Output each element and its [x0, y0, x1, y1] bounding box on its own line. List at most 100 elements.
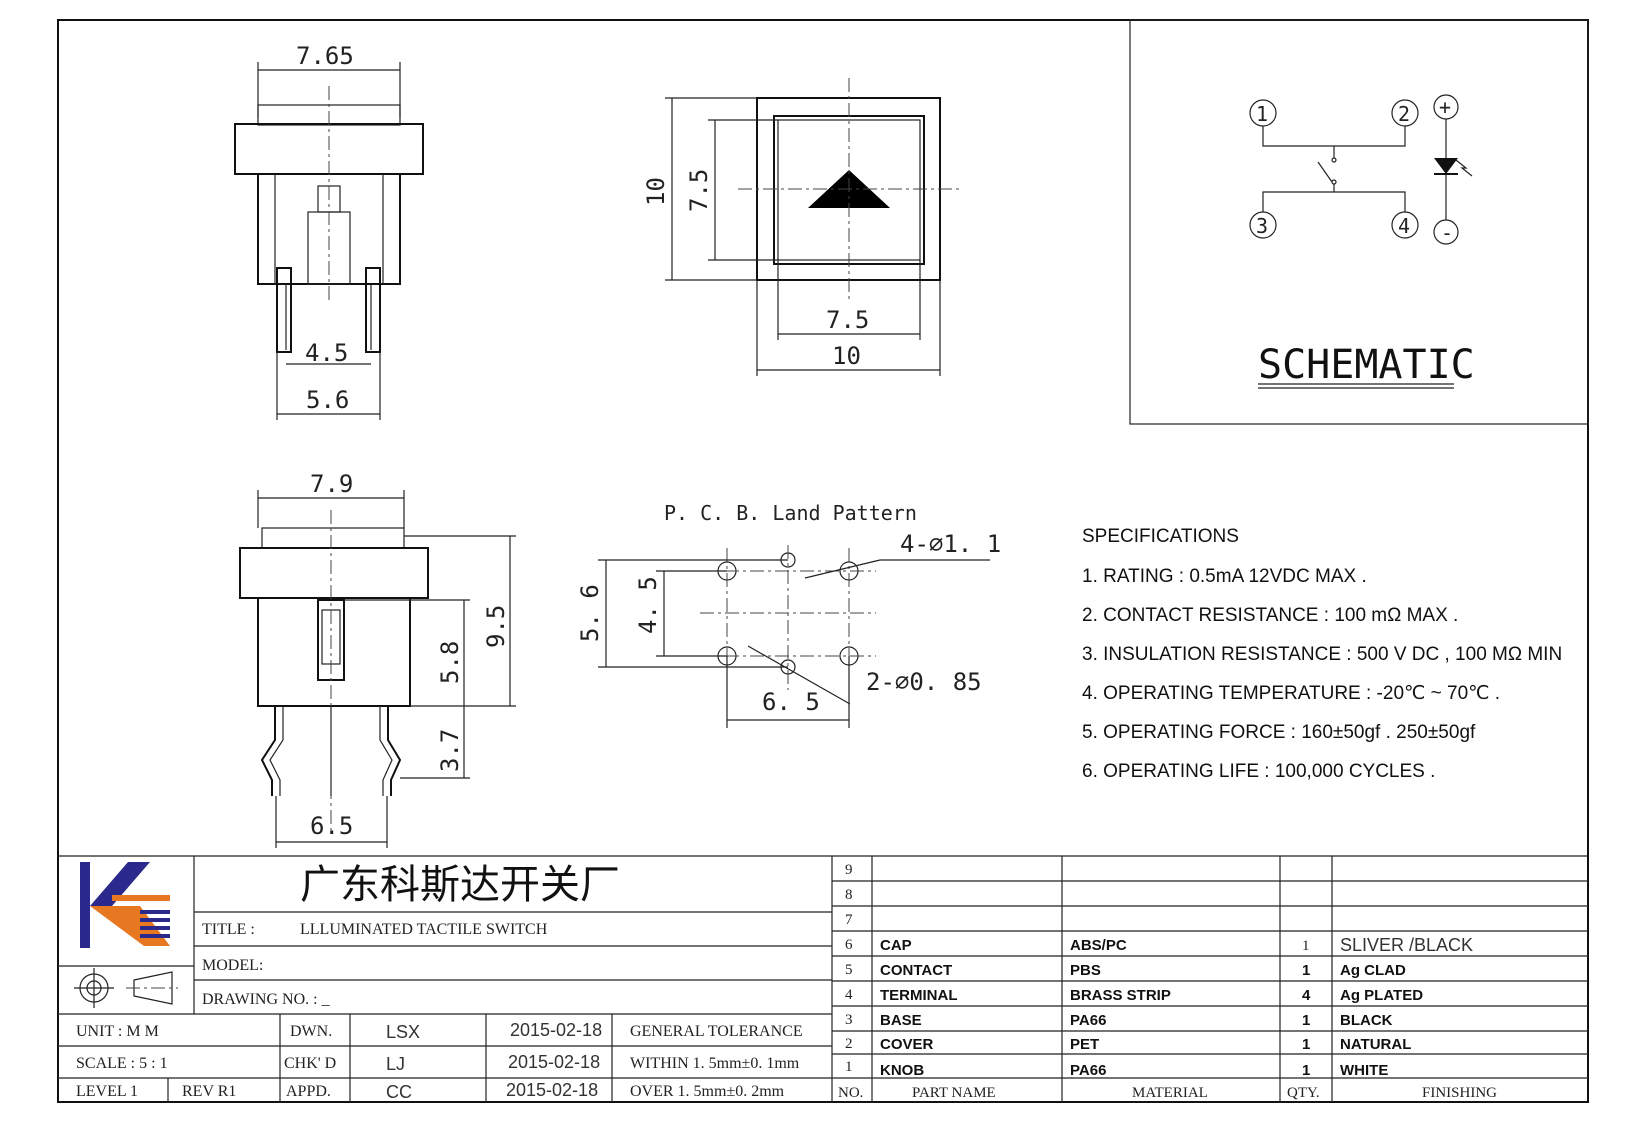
bom-qty: 1: [1302, 1062, 1310, 1079]
title-label: TITLE :: [202, 921, 255, 938]
dim-front-outer-w: 10: [832, 342, 861, 370]
dim-side-plunger: 5.8: [436, 641, 464, 684]
bom-part: TERMINAL: [880, 987, 958, 1004]
pcb-pitch: 6. 5: [762, 688, 820, 716]
bom-no: 6: [845, 937, 853, 953]
bom-finish: SLIVER /BLACK: [1340, 935, 1473, 955]
specifications: SPECIFICATIONS 1. RATING : 0.5mA 12VDC M…: [1082, 526, 1562, 782]
bom-no: 2: [845, 1036, 853, 1052]
title-block: 广东科斯达开关厂 TITLE : LLLUMINATED TACTILE SWI…: [58, 856, 833, 1102]
dim-side-pin-len: 3.7: [436, 729, 464, 772]
bom-qty: 1: [1302, 938, 1310, 954]
bom-header-no: NO.: [838, 1085, 863, 1101]
bom-qty: 1: [1302, 962, 1310, 979]
tolerance-cell: GENERAL TOLERANCE: [630, 1023, 803, 1040]
bom-header-part: PART NAME: [912, 1085, 996, 1101]
tolerance-cell: WITHIN 1. 5mm±0. 1mm: [630, 1055, 800, 1072]
pin-4-label: 4: [1398, 214, 1410, 238]
tolerance-cell: OVER 1. 5mm±0. 2mm: [630, 1083, 785, 1100]
bom-header-qty: QTY.: [1287, 1085, 1320, 1101]
bom-part: BASE: [880, 1012, 922, 1029]
bom-no: 9: [845, 862, 853, 878]
bom-part: COVER: [880, 1036, 934, 1053]
dim-side-pitch: 6.5: [310, 812, 353, 840]
schematic-title: SCHEMATIC: [1258, 342, 1475, 388]
bom-part: CONTACT: [880, 962, 952, 979]
bom-qty: 1: [1302, 1036, 1310, 1053]
led-diode-icon: [1434, 158, 1458, 174]
bom-no: 8: [845, 887, 853, 903]
pin-2-label: 2: [1398, 102, 1410, 126]
bom-material: BRASS STRIP: [1070, 987, 1171, 1004]
bom-material: ABS/PC: [1070, 937, 1127, 954]
bom-header-finishing: FINISHING: [1422, 1085, 1497, 1101]
bom-no: 5: [845, 962, 853, 978]
role-cell: APPD.: [286, 1083, 331, 1100]
bom-no: 4: [845, 987, 853, 1003]
spec-heading: SPECIFICATIONS: [1082, 526, 1239, 547]
rev-cell: REV R1: [182, 1083, 236, 1100]
scale-cell: SCALE : 5 : 1: [76, 1055, 168, 1072]
role-cell: CHK' D: [284, 1055, 336, 1072]
bom-finish: Ag PLATED: [1340, 987, 1423, 1004]
bom-material: PET: [1070, 1036, 1099, 1053]
bom-part: CAP: [880, 937, 912, 954]
dim-top-width: 7.65: [296, 42, 354, 70]
schematic: 1 2 3 4 + - SCHEMATIC: [1249, 94, 1475, 389]
bom-no: 3: [845, 1012, 853, 1028]
sheet-border: [57, 19, 1589, 1103]
dim-side-height: 9.5: [482, 605, 510, 648]
led-minus-label: -: [1441, 221, 1453, 245]
title-value: LLLUMINATED TACTILE SWITCH: [300, 921, 548, 938]
top-view: 7.65 4.5 5.6: [234, 42, 424, 420]
spec-item: 3. INSULATION RESISTANCE : 500 V DC , 10…: [1082, 644, 1562, 665]
pin-3-label: 3: [1256, 214, 1268, 238]
name-cell: CC: [386, 1082, 412, 1102]
bom-material: PA66: [1070, 1012, 1106, 1029]
name-cell: LSX: [386, 1022, 420, 1042]
side-view: 7.9 6.5 9.5 5.8 3.7: [239, 470, 516, 848]
pcb-height-inner: 4. 5: [634, 576, 662, 634]
spec-item: 1. RATING : 0.5mA 12VDC MAX .: [1082, 566, 1367, 587]
pcb-height-outer: 5. 6: [576, 584, 604, 642]
bom-finish: NATURAL: [1340, 1036, 1411, 1053]
dim-front-outer-h: 10: [642, 177, 670, 206]
bom-no: 1: [845, 1059, 853, 1075]
date-cell: 2015-02-18: [508, 1052, 600, 1072]
bom-no: 7: [845, 912, 853, 928]
company-name: 广东科斯达开关厂: [300, 862, 620, 908]
front-view: 10 7.5 7.5 10: [642, 78, 962, 376]
level-cell: LEVEL 1: [76, 1083, 138, 1100]
led-plus-label: +: [1439, 95, 1451, 119]
name-cell: LJ: [386, 1054, 405, 1074]
bom-finish: Ag CLAD: [1340, 962, 1406, 979]
pcb-title: P. C. B. Land Pattern: [664, 501, 917, 525]
model-label: MODEL:: [202, 957, 263, 974]
spec-item: 5. OPERATING FORCE : 160±50gf . 250±50gf: [1082, 722, 1476, 743]
bom-material: PBS: [1070, 962, 1101, 979]
bom-finish: BLACK: [1340, 1012, 1393, 1029]
dim-front-inner-w: 7.5: [826, 306, 869, 334]
schematic-box: [1129, 19, 1589, 425]
pcb-holes-small: 2-⌀0. 85: [866, 668, 982, 696]
spec-item: 6. OPERATING LIFE : 100,000 CYCLES .: [1082, 761, 1435, 782]
bom-finish: WHITE: [1340, 1062, 1388, 1079]
bom-qty: 1: [1302, 1012, 1310, 1029]
pcb-holes-large: 4-⌀1. 1: [900, 530, 1001, 558]
date-cell: 2015-02-18: [506, 1080, 598, 1100]
dim-side-width: 7.9: [310, 470, 353, 498]
bom-header-material: MATERIAL: [1132, 1085, 1208, 1101]
projection-symbol-icon: [74, 968, 178, 1008]
drawing-no-label: DRAWING NO. : _: [202, 991, 331, 1008]
dim-pin-inner: 4.5: [305, 339, 348, 367]
pin-1-label: 1: [1256, 102, 1268, 126]
pcb-land-pattern: P. C. B. Land Pattern 5. 6 4. 5 6. 5 4-⌀…: [576, 501, 1001, 728]
spec-item: 4. OPERATING TEMPERATURE : -20℃ ~ 70℃ .: [1082, 683, 1500, 704]
role-cell: DWN.: [290, 1023, 332, 1040]
bom-table: 9 8 7 6 CAP ABS/PC 1 SLIVER /BLACK 5 CON…: [832, 856, 1588, 1102]
bom-qty: 4: [1302, 987, 1311, 1004]
spec-item: 2. CONTACT RESISTANCE : 100 mΩ MAX .: [1082, 605, 1458, 626]
company-logo: [80, 862, 170, 948]
bom-material: PA66: [1070, 1062, 1106, 1079]
